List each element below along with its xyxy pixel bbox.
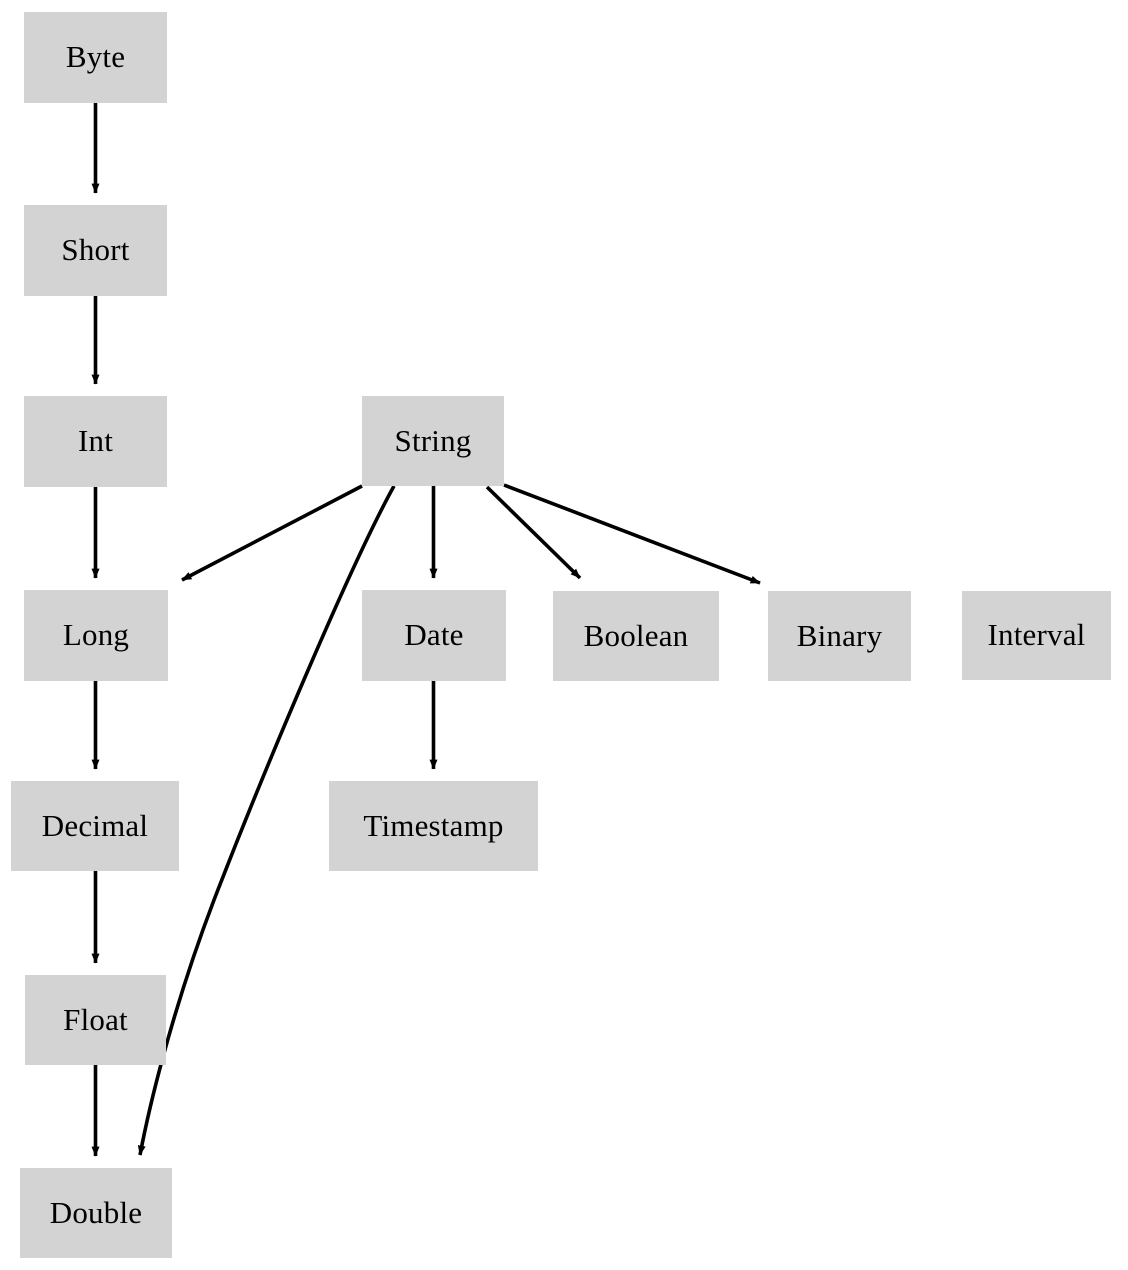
edge-string-long bbox=[181, 484, 363, 582]
node-binary-label: Binary bbox=[796, 617, 883, 653]
node-short[interactable]: Short bbox=[24, 205, 167, 296]
node-date[interactable]: Date bbox=[362, 590, 506, 681]
node-float-label: Float bbox=[63, 1001, 128, 1037]
node-short-label: Short bbox=[61, 232, 130, 267]
node-float[interactable]: Float bbox=[25, 975, 166, 1065]
node-date-label: Date bbox=[404, 617, 464, 652]
node-interval-label: Interval bbox=[987, 617, 1086, 652]
node-timestamp-label: Timestamp bbox=[363, 807, 504, 843]
node-double[interactable]: Double bbox=[20, 1168, 172, 1258]
node-boolean[interactable]: Boolean bbox=[553, 591, 719, 681]
node-byte[interactable]: Byte bbox=[24, 12, 167, 103]
node-binary[interactable]: Binary bbox=[768, 591, 911, 681]
node-string[interactable]: String bbox=[362, 396, 504, 486]
node-boolean-label: Boolean bbox=[583, 617, 689, 653]
node-int[interactable]: Int bbox=[24, 396, 167, 487]
node-byte-label: Byte bbox=[65, 39, 126, 74]
node-decimal[interactable]: Decimal bbox=[11, 781, 179, 871]
node-interval[interactable]: Interval bbox=[962, 591, 1111, 680]
node-decimal-label: Decimal bbox=[41, 807, 149, 843]
node-long-label: Long bbox=[62, 617, 130, 652]
edge-string-binary bbox=[503, 483, 761, 585]
node-long[interactable]: Long bbox=[24, 590, 168, 681]
node-timestamp[interactable]: Timestamp bbox=[329, 781, 538, 871]
node-string-label: String bbox=[394, 422, 472, 458]
node-int-label: Int bbox=[77, 423, 114, 458]
node-double-label: Double bbox=[49, 1194, 143, 1230]
edge-string-boolean bbox=[485, 485, 582, 580]
